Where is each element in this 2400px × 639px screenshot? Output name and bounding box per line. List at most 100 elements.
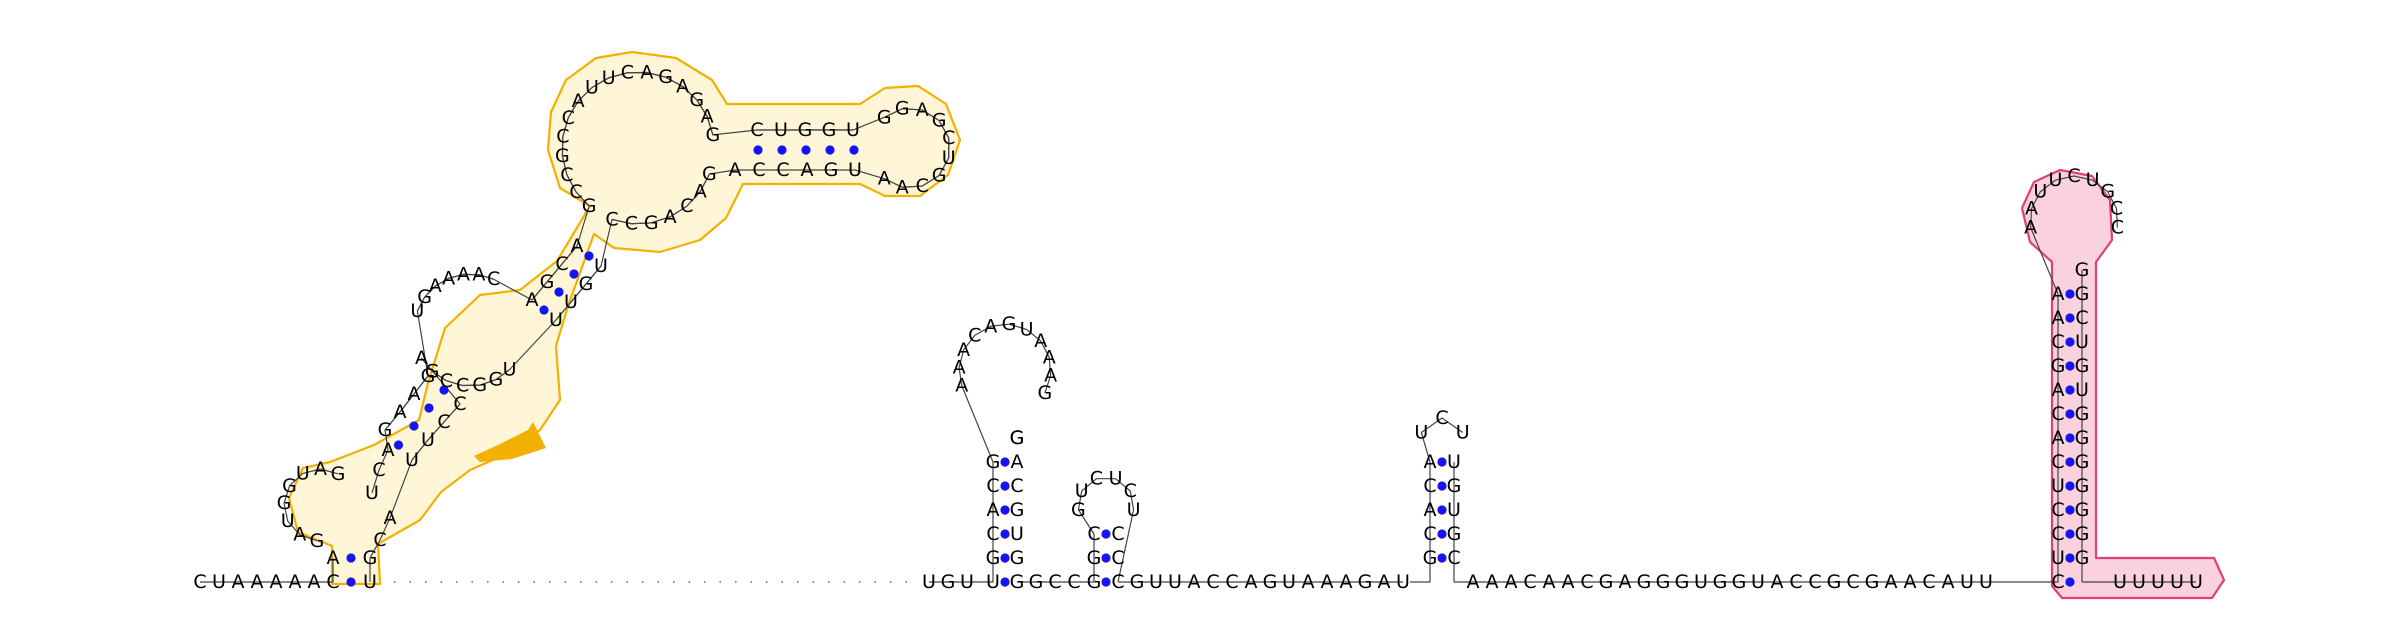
nucleotide: C: [2051, 499, 2064, 521]
base-pair-dot: [346, 577, 356, 587]
nucleotide: C: [193, 571, 206, 593]
nucleotide: G: [2100, 181, 2115, 203]
nucleotide: C: [1846, 571, 1859, 593]
nucleotide: A: [314, 458, 327, 480]
base-pair-dot: [393, 440, 404, 450]
nucleotide: G: [824, 159, 839, 181]
nucleotide: G: [1358, 571, 1373, 593]
nucleotide: A: [1302, 571, 1315, 593]
nucleotide: G: [689, 89, 704, 111]
nucleotide: G: [1675, 571, 1690, 593]
nucleotide: A: [1904, 571, 1917, 593]
nucleotide: U: [1414, 421, 1428, 443]
nucleotide: G: [2075, 547, 2090, 569]
nucleotide: G: [1423, 547, 1438, 569]
nucleotide: G: [1637, 571, 1652, 593]
nucleotide: A: [526, 289, 539, 311]
base-pair-dot: [2065, 361, 2075, 371]
nucleotide: A: [1011, 451, 1024, 473]
nucleotide: U: [549, 309, 563, 331]
nucleotide: G: [331, 463, 346, 485]
nucleotide: A: [676, 76, 689, 98]
nucleotide: G: [425, 360, 440, 382]
nucleotide: U: [848, 159, 862, 181]
base-pair-dot: [1437, 505, 1447, 515]
base-pair-dot: [424, 403, 434, 413]
nucleotide: A: [1942, 571, 1955, 593]
nucleotide: A: [442, 267, 455, 289]
nucleotide: G: [1071, 499, 1086, 521]
base-pair-dot: [1000, 457, 1010, 467]
nucleotide: A: [1044, 365, 1057, 387]
nucleotide: A: [2052, 283, 2065, 305]
nucleotide: G: [555, 145, 570, 167]
backbone-segment: [283, 468, 339, 542]
nucleotide: G: [540, 271, 555, 293]
base-pair-dot: [777, 145, 787, 155]
nucleotide: A: [382, 439, 395, 461]
nucleotide: A: [801, 159, 814, 181]
nucleotide: G: [986, 547, 1001, 569]
base-pair-dot: [2065, 409, 2075, 419]
nucleotide: C: [560, 164, 573, 186]
nucleotide: A: [327, 547, 340, 569]
nucleotide: C: [916, 175, 929, 197]
nucleotide: C: [605, 208, 618, 230]
nucleotide: C: [1435, 407, 1448, 429]
nucleotide: G: [798, 119, 813, 141]
nucleotide: C: [1789, 571, 1802, 593]
nucleotide: C: [2111, 217, 2124, 239]
nucleotide: U: [2170, 571, 2184, 593]
nucleotide: A: [729, 159, 742, 181]
nucleotide: U: [774, 119, 788, 141]
backbone-segment: [369, 403, 461, 582]
nucleotide: G: [822, 119, 837, 141]
nucleotide: A: [701, 105, 714, 127]
base-pair-dot: [1000, 577, 1010, 587]
nucleotide: A: [2052, 379, 2065, 401]
nucleotide: C: [2051, 451, 2064, 473]
nucleotide: C: [1225, 571, 1238, 593]
nucleotide: U: [2151, 571, 2165, 593]
nucleotide: G: [1713, 571, 1728, 593]
nucleotide: G: [579, 273, 594, 295]
nucleotide: C: [625, 213, 638, 235]
nucleotide: A: [571, 235, 584, 257]
nucleotide: C: [1523, 571, 1536, 593]
nucleotide: C: [2051, 571, 2064, 593]
nucleotide: G: [309, 530, 324, 552]
base-pair-dot: [539, 305, 549, 315]
nucleotide: U: [1979, 571, 1993, 593]
nucleotide: A: [953, 357, 966, 379]
domain-highlights: [287, 50, 2226, 600]
nucleotide: G: [932, 110, 947, 132]
nucleotide: A: [293, 524, 306, 546]
base-pair-dot: [1437, 529, 1447, 539]
nucleotide: A: [1467, 571, 1480, 593]
base-pair-dot: [1101, 577, 1111, 587]
nucleotide: G: [1029, 571, 1044, 593]
nucleotide: A: [987, 499, 1000, 521]
base-pair-dot: [2065, 433, 2075, 443]
nucleotide: C: [2051, 331, 2064, 353]
base-pair-dot: [1000, 481, 1010, 491]
backbone-segment: [967, 462, 994, 583]
nucleotide: G: [986, 451, 1001, 473]
base-pair-dot: [1101, 553, 1111, 563]
nucleotide: A: [916, 99, 929, 121]
nucleotide: U: [212, 571, 226, 593]
nucleotide: A: [308, 571, 321, 593]
nucleotide: U: [1168, 571, 1182, 593]
base-pair-dot: [2065, 289, 2075, 299]
nucleotide: A: [957, 339, 970, 361]
nucleotide: A: [408, 383, 421, 405]
nucleotide: A: [415, 347, 428, 369]
nucleotide: G: [2075, 355, 2090, 377]
nucleotide: C: [373, 529, 386, 551]
nucleotide: U: [1149, 571, 1163, 593]
nucleotide: A: [664, 206, 677, 228]
nucleotide: A: [1543, 571, 1556, 593]
nucleotide: G: [378, 419, 393, 441]
nucleotide: A: [1378, 571, 1391, 593]
nucleotide: A: [1486, 571, 1499, 593]
